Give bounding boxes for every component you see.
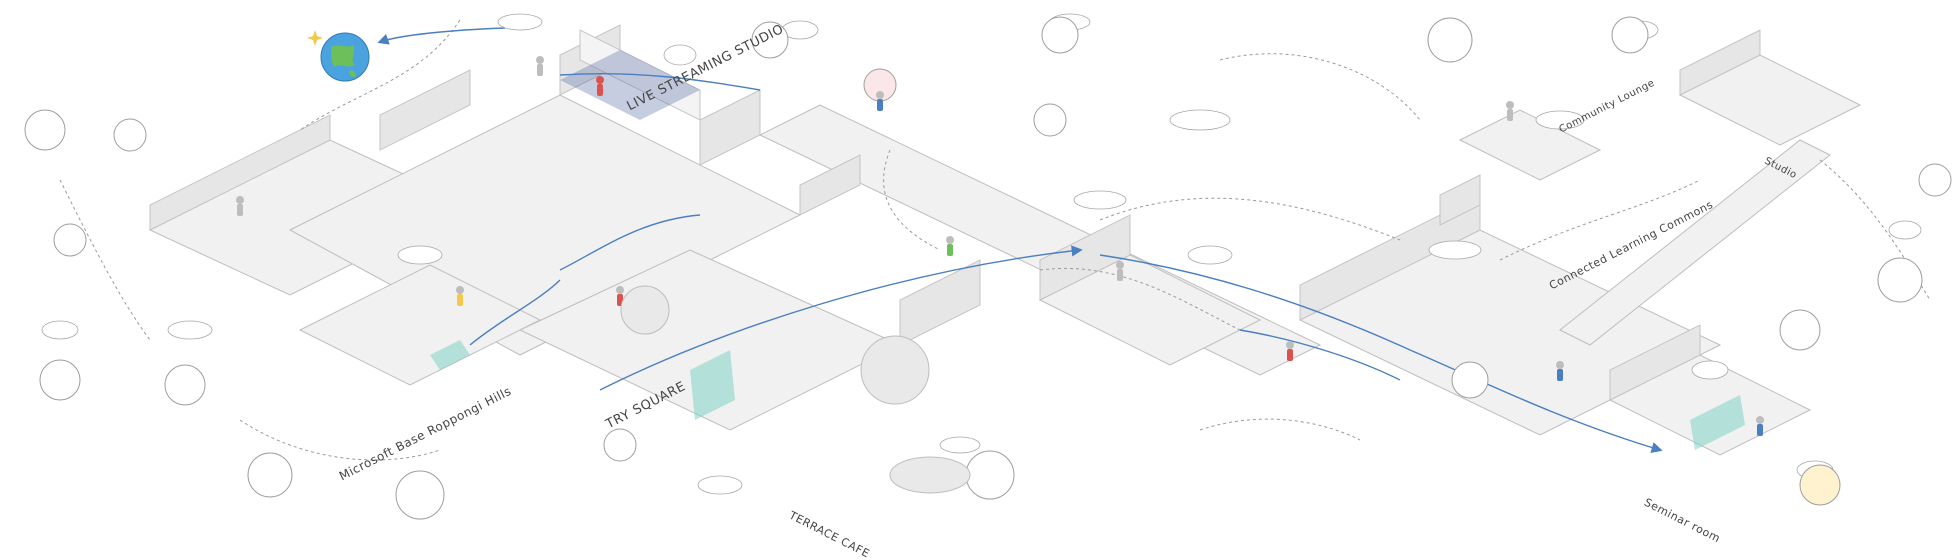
flow-arrows [377, 27, 1663, 453]
studio-highlight [430, 50, 1745, 450]
dome-rooms [620, 285, 971, 494]
sparkle-icon [307, 30, 323, 46]
speech-bubbles [41, 13, 1922, 495]
portrait-bubbles [24, 16, 1952, 520]
globe-icon [320, 32, 370, 82]
isometric-office-illustration [24, 13, 1952, 520]
connection-paths [59, 19, 1931, 461]
people-figures [236, 56, 1764, 436]
